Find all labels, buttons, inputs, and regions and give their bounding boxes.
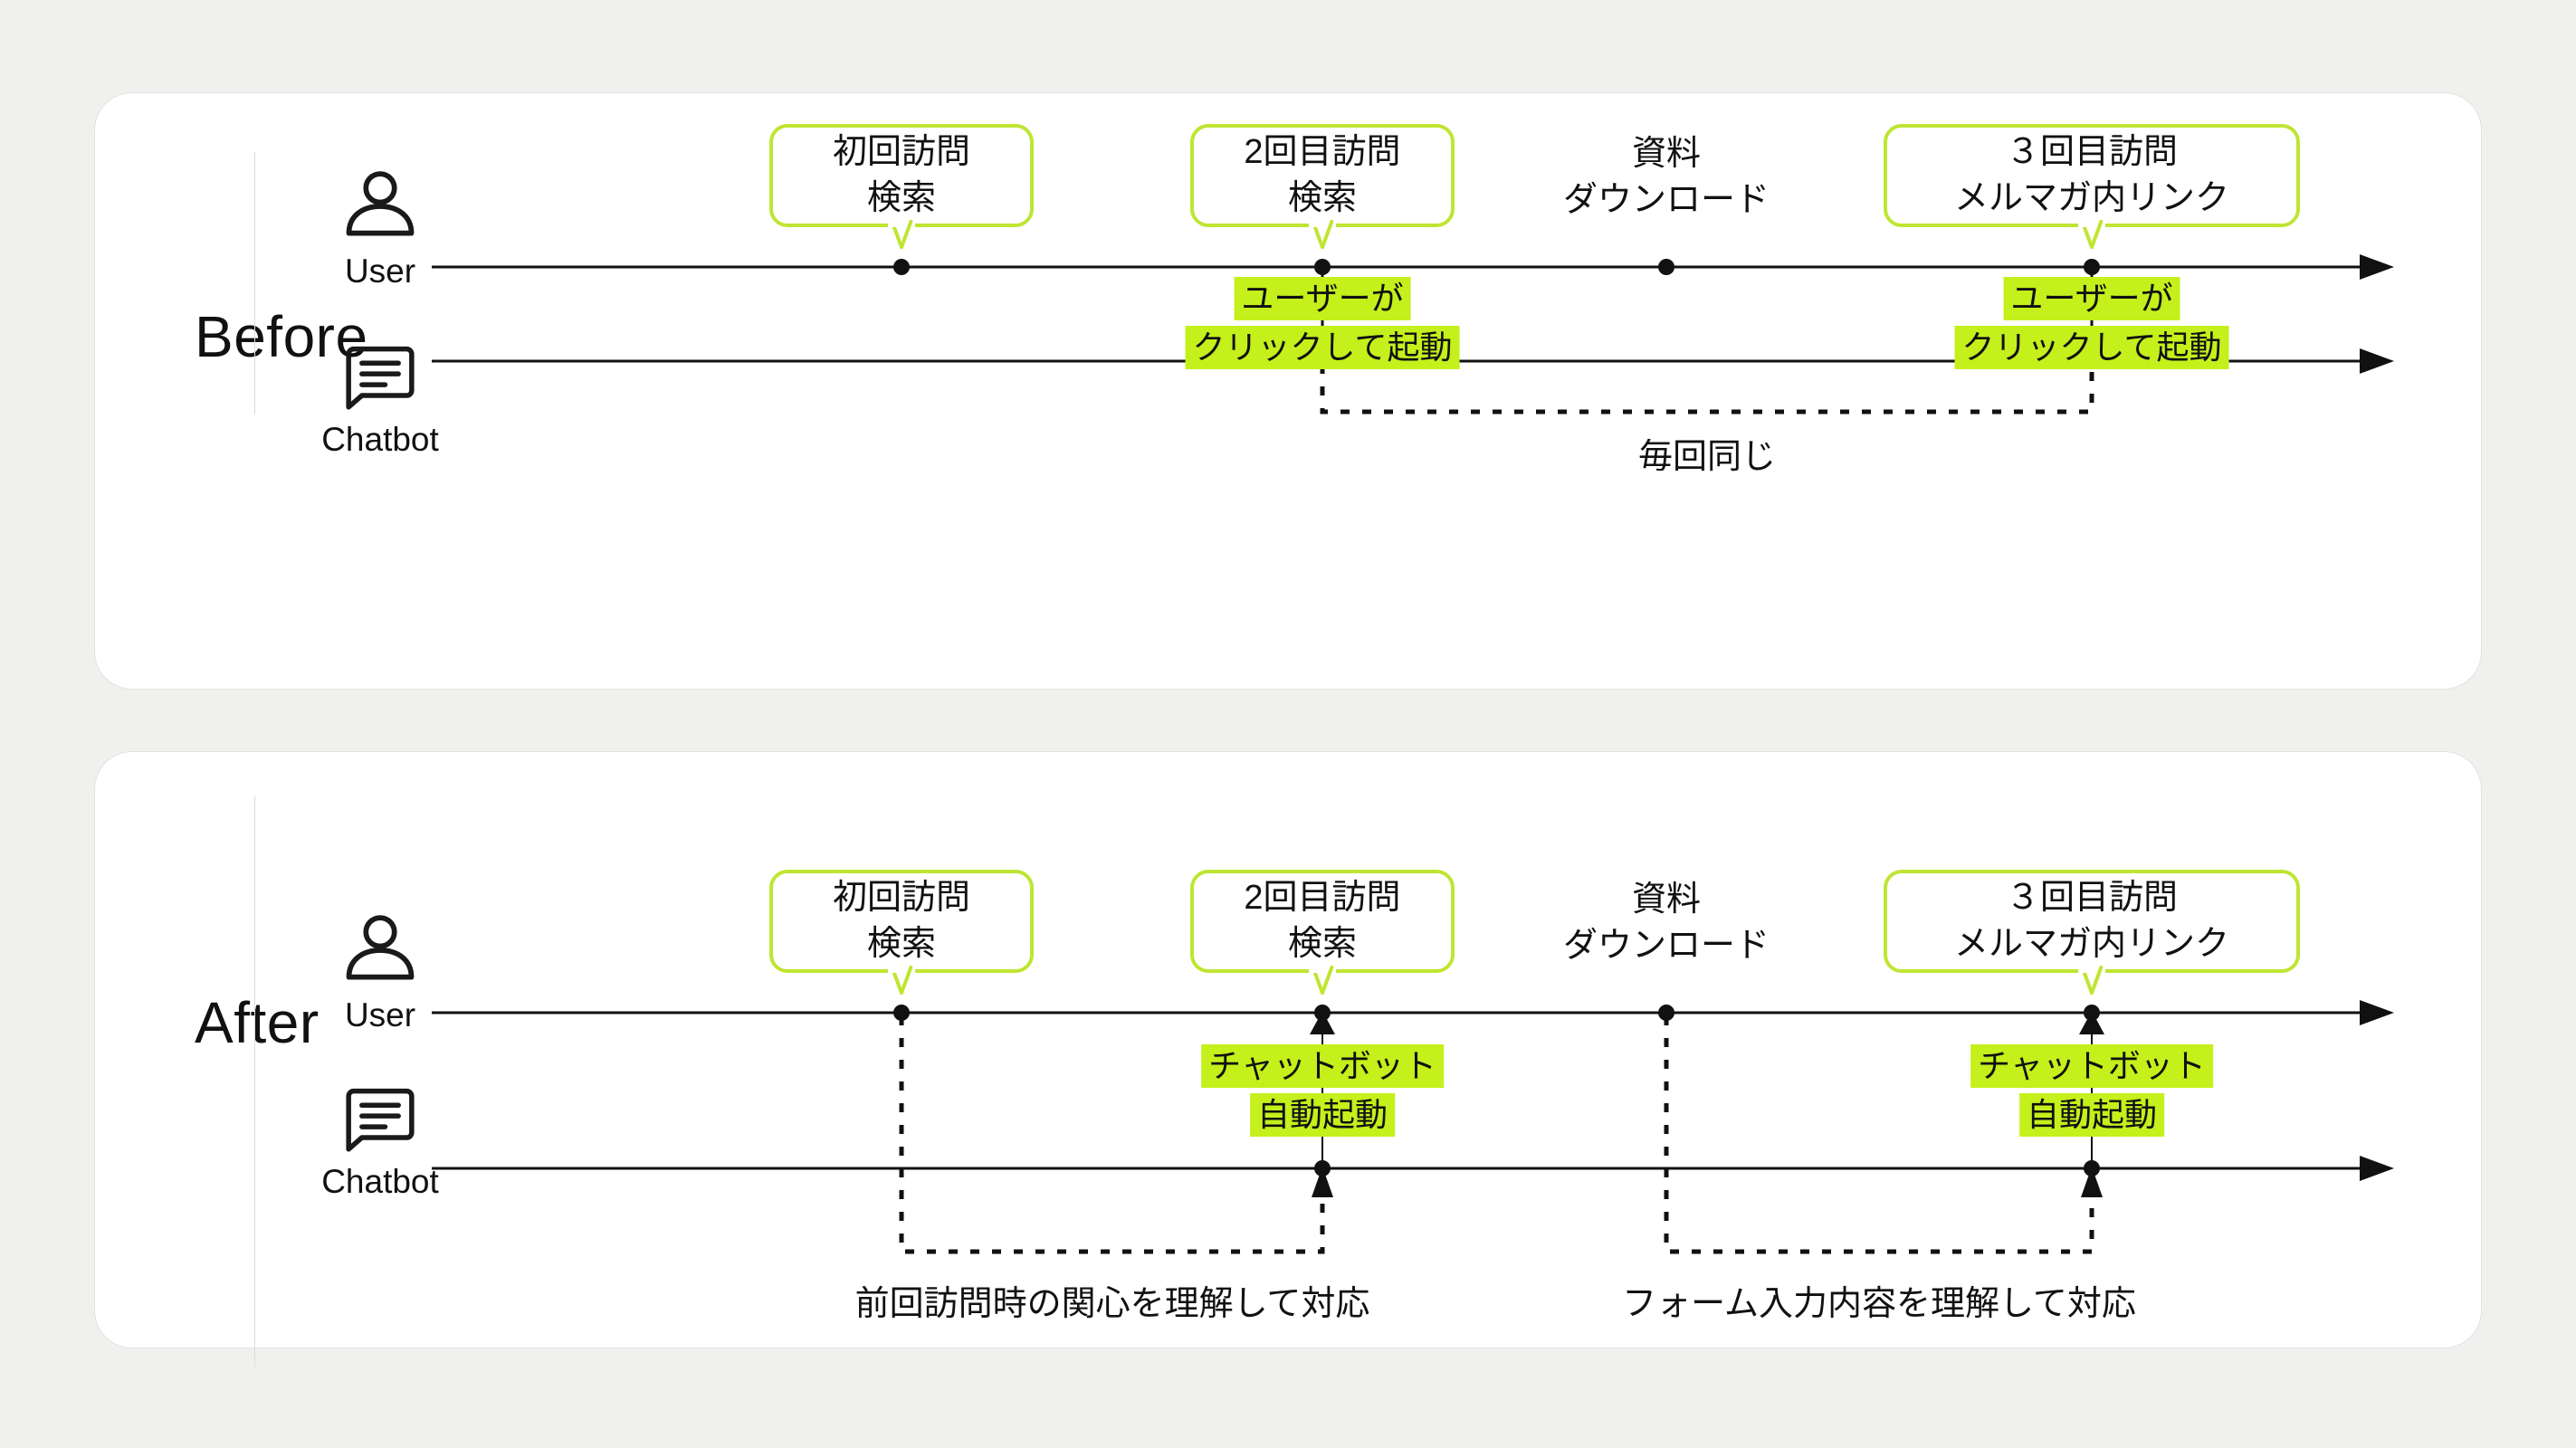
before-actor-user-caption: User [344,252,416,290]
before-actor-user: User [303,164,457,291]
before-dot-download [1658,259,1674,275]
before-callout-visit3: ３回目訪問 メルマガ内リンク [1884,124,2300,227]
after-label-download-line2: ダウンロード [1562,926,1770,965]
after-callout-visit2-line2: 検索 [1287,925,1357,963]
after-callout-visit3-notch [2078,966,2105,973]
after-callout-visit1-notch [888,966,915,973]
after-card: After User Chatbot [94,751,2482,1367]
before-callout-visit3-line2: メルマガ内リンク [1953,179,2229,217]
after-auto-arrow-visit2-head [1310,1011,1335,1034]
after-callout-visit1-line2: 検索 [866,925,936,963]
before-label-download-line1: 資料 [1631,135,1701,173]
before-chatbot-timeline-arrowhead [2360,348,2394,374]
before-divider [254,152,255,414]
before-user-timeline-arrowhead [2360,254,2394,280]
before-bracket-caption: 毎回同じ [1637,438,1777,476]
before-stage-label: Before [195,304,368,369]
after-actor-chatbot-caption: Chatbot [321,1163,439,1200]
after-chatbot-timeline-arrowhead [2360,1156,2394,1181]
after-actor-user: User [303,908,457,1034]
before-callout-visit3-line1: ３回目訪問 [2005,133,2178,172]
after-callout-visit1: 初回訪問 検索 [769,870,1034,973]
after-auto-arrow-visit3-head [2079,1011,2104,1034]
after-callout-visit3-line1: ３回目訪問 [2005,879,2178,918]
user-icon [346,171,415,236]
after-callout-visit3: ３回目訪問 メルマガ内リンク [1884,870,2300,973]
after-callout-visit2: 2回目訪問 検索 [1190,870,1455,973]
after-bracket-prev-interest [899,1016,1325,1254]
after-diagram-lines [432,1000,2394,1254]
before-label-download: 資料 ダウンロード [1494,131,1838,224]
before-card: Before User Chatbot [94,92,2482,690]
after-actor-user-caption: User [344,996,416,1034]
after-dot-visit1 [893,1005,910,1021]
before-label-download-line2: ダウンロード [1562,180,1770,219]
before-dot-visit3 [2084,259,2100,275]
chat-bubble-icon [346,1088,415,1152]
before-actor-chatbot: Chatbot [303,336,457,459]
before-trigger-arrow-visit3-head [2079,336,2104,359]
after-bracket-caption-2: フォーム入力内容を理解して対応 [1622,1285,2136,1323]
before-callout-visit2: 2回目訪問 検索 [1190,124,1455,227]
before-dot-visit2 [1314,259,1331,275]
before-callout-visit1-notch [888,220,915,227]
before-callout-visit2-line1: 2回目訪問 [1244,133,1401,172]
before-callout-visit1-line2: 検索 [866,179,936,217]
before-callout-visit1: 初回訪問 検索 [769,124,1034,227]
after-label-download-line1: 資料 [1631,881,1701,919]
after-dot-download [1658,1005,1674,1021]
before-callout-visit2-notch [1309,220,1336,227]
after-callout-visit3-line2: メルマガ内リンク [1953,925,2229,963]
after-user-timeline-arrowhead [2360,1000,2394,1025]
chat-bubble-icon [346,346,415,410]
after-stage-label: After [195,990,320,1055]
before-dot-visit1 [893,259,910,275]
after-callout-visit2-line1: 2回目訪問 [1244,879,1401,918]
after-divider [254,795,255,1367]
after-bracket-form-input [1664,1016,2094,1254]
after-actor-chatbot: Chatbot [303,1078,457,1201]
before-bracket-same-every-time [1320,365,2094,414]
after-bracket-form-input-arrowhead [2081,1167,2103,1197]
before-trigger-arrow-visit2-head [1310,336,1335,359]
before-actor-chatbot-caption: Chatbot [321,421,439,458]
after-label-download: 資料 ダウンロード [1494,877,1838,969]
user-icon [346,915,415,980]
after-bracket-caption-1: 前回訪問時の関心を理解して対応 [854,1285,1370,1323]
after-callout-visit1-line1: 初回訪問 [832,879,970,918]
before-callout-visit2-line2: 検索 [1287,179,1357,217]
before-callout-visit1-line1: 初回訪問 [832,133,970,172]
after-bracket-prev-interest-arrowhead [1312,1167,1333,1197]
after-callout-visit2-notch [1309,966,1336,973]
before-callout-visit3-notch [2078,220,2105,227]
